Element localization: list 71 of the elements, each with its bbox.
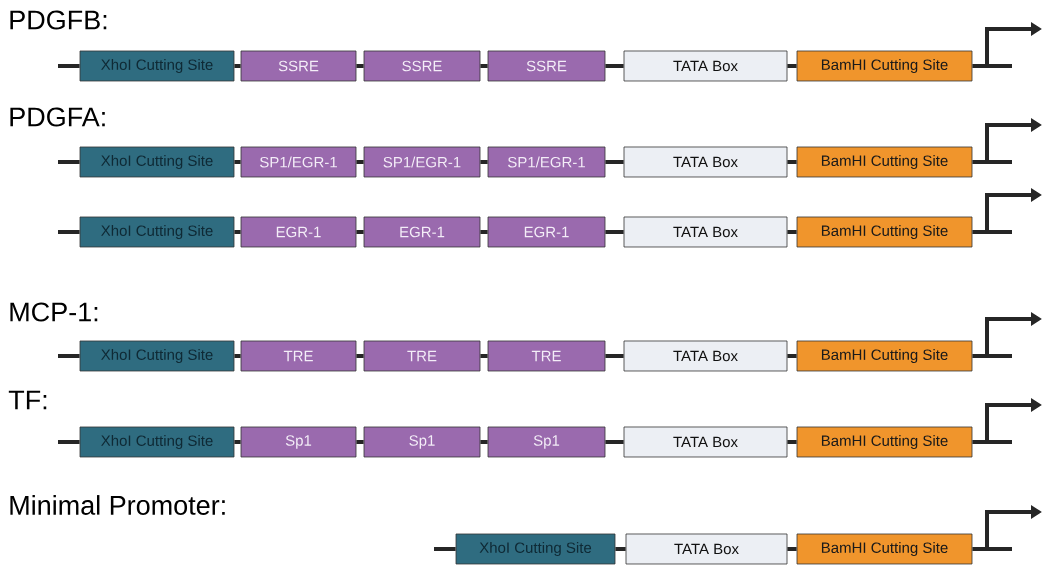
element-box: TATA Box [623, 426, 788, 458]
element-box: Sp1 [363, 426, 481, 458]
row-title: MCP-1: [10, 302, 98, 322]
dna-line [356, 230, 364, 234]
row-title: PDGFA: [10, 107, 105, 127]
dna-line [480, 230, 488, 234]
element-box: SP1/EGR-1 [487, 146, 606, 178]
element-box: BamHI Cutting Site [796, 426, 973, 458]
dna-line [434, 547, 456, 551]
element-box: TRE [363, 340, 481, 372]
element-box: TATA Box [623, 216, 788, 248]
dna-line [605, 230, 624, 234]
dna-line [787, 230, 797, 234]
element-box: BamHI Cutting Site [796, 146, 973, 178]
dna-line [234, 354, 241, 358]
element-box: TATA Box [623, 50, 788, 82]
element-box: Sp1 [487, 426, 606, 458]
dna-line [605, 440, 624, 444]
element-box: TRE [487, 340, 606, 372]
dna-line [787, 440, 797, 444]
element-box: XhoI Cutting Site [79, 340, 235, 372]
dna-line [615, 547, 626, 551]
dna-line [356, 354, 364, 358]
element-box: BamHI Cutting Site [796, 533, 973, 565]
element-box: SSRE [240, 50, 357, 82]
dna-line [356, 64, 364, 68]
dna-line [234, 440, 241, 444]
element-box: TATA Box [625, 533, 788, 565]
dna-line [605, 160, 624, 164]
element-box: BamHI Cutting Site [796, 216, 973, 248]
row-title: PDGFB: [10, 10, 107, 30]
row-title: TF: [8, 390, 47, 410]
dna-line [787, 64, 797, 68]
dna-line [605, 64, 624, 68]
dna-line [787, 547, 797, 551]
dna-line [58, 230, 80, 234]
element-box: EGR-1 [363, 216, 481, 248]
dna-line [58, 354, 80, 358]
dna-line [480, 160, 488, 164]
element-box: XhoI Cutting Site [79, 50, 235, 82]
element-box: XhoI Cutting Site [79, 216, 235, 248]
dna-line [356, 160, 364, 164]
dna-line [234, 64, 241, 68]
element-box: EGR-1 [240, 216, 357, 248]
dna-line [58, 64, 80, 68]
row-title: Minimal Promoter: [10, 495, 225, 515]
dna-line [480, 354, 488, 358]
dna-line [787, 160, 797, 164]
element-box: BamHI Cutting Site [796, 340, 973, 372]
element-box: XhoI Cutting Site [79, 426, 235, 458]
element-box: TRE [240, 340, 357, 372]
element-box: TATA Box [623, 340, 788, 372]
dna-line [787, 354, 797, 358]
element-box: XhoI Cutting Site [79, 146, 235, 178]
element-box: SP1/EGR-1 [363, 146, 481, 178]
element-box: TATA Box [623, 146, 788, 178]
dna-line [480, 64, 488, 68]
dna-line [605, 354, 624, 358]
element-box: SSRE [363, 50, 481, 82]
element-box: SSRE [487, 50, 606, 82]
element-box: XhoI Cutting Site [455, 533, 616, 565]
element-box: SP1/EGR-1 [240, 146, 357, 178]
dna-line [234, 230, 241, 234]
dna-line [480, 440, 488, 444]
element-box: Sp1 [240, 426, 357, 458]
dna-line [356, 440, 364, 444]
element-box: BamHI Cutting Site [796, 50, 973, 82]
dna-line [58, 440, 80, 444]
dna-line [58, 160, 80, 164]
dna-line [234, 160, 241, 164]
element-box: EGR-1 [487, 216, 606, 248]
